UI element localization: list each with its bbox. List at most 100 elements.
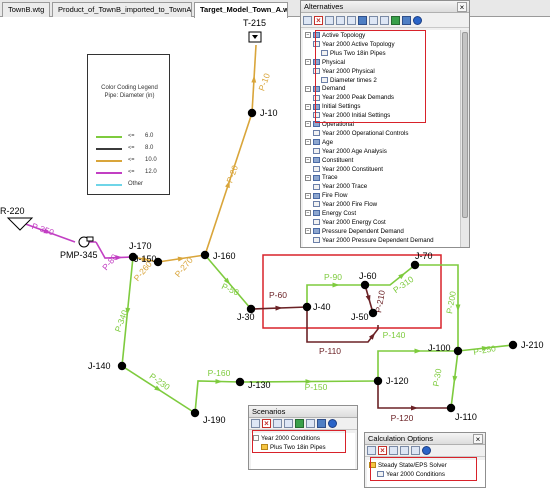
tree-item[interactable]: −Pressure Dependent Demand [305,228,404,236]
junction-j-170[interactable] [128,252,138,262]
junction-j-60[interactable] [360,280,370,290]
pipe-p-310[interactable] [365,264,416,286]
rename-scenario-icon[interactable] [273,419,282,428]
tree-item[interactable]: Year 2000 Energy Cost [313,219,386,227]
junction-j-150[interactable] [153,257,163,267]
collapse-toggle-icon[interactable]: − [305,59,311,66]
pipe-p-110[interactable] [306,307,379,343]
scenarios-help-icon[interactable] [328,419,337,428]
pipe-p-80[interactable] [95,241,134,259]
tree-item[interactable]: Year 2000 Initial Settings [313,112,390,120]
collapse-toggle-icon[interactable]: − [305,85,311,92]
tree-item[interactable]: Year 2000 Conditions [377,471,445,479]
tab-product-of-townb[interactable]: Product_of_TownB_imported_to_TownA.wtg [52,2,192,17]
pipe-p-200[interactable] [415,264,459,351]
collapse-toggle-icon[interactable]: − [305,121,311,128]
new-icon[interactable] [303,15,312,25]
pipe-p-120[interactable] [377,381,451,409]
new-option-icon[interactable] [367,446,376,455]
tree-item[interactable]: Year 2000 Peak Demands [313,94,394,102]
collapse-toggle-icon[interactable]: − [305,103,311,110]
properties-icon[interactable] [347,15,356,25]
help-icon[interactable] [413,15,422,25]
report-icon[interactable] [402,15,411,25]
junction-j-40[interactable] [302,302,312,312]
pipe-p-160[interactable] [194,380,241,414]
tree-item[interactable]: Plus Two 18in Pipes [261,444,326,452]
junction-j-140[interactable] [117,361,127,371]
junction-j-110[interactable] [446,403,456,413]
junction-j-190[interactable] [190,408,200,418]
collapse-toggle-icon[interactable]: − [305,139,311,146]
junction-j-130[interactable] [235,377,245,387]
junction-j-10[interactable] [247,108,257,118]
tree-item[interactable]: −Trace [305,174,338,182]
expand-icon[interactable] [369,15,378,25]
calculation-options-help-icon[interactable] [422,446,431,455]
collapse-toggle-icon[interactable]: − [305,192,311,199]
tree-item[interactable]: −Fire Flow [305,192,347,200]
rename-icon[interactable] [325,15,334,25]
tree-item[interactable]: Year 2000 Physical [313,68,375,76]
junction-j-210[interactable] [508,340,518,350]
tree-item[interactable]: −Demand [305,85,345,93]
compare-icon[interactable] [358,15,367,25]
tab-townb[interactable]: TownB.wtg [2,2,50,17]
copy-icon[interactable] [336,15,345,25]
tree-item[interactable]: −Initial Settings [305,103,361,111]
tree-item[interactable]: −Operational [305,121,354,129]
tree-item[interactable]: −Age [305,139,333,147]
compute-icon[interactable] [306,419,315,428]
make-current-icon[interactable] [295,419,304,428]
reservoir-icon[interactable] [6,217,34,231]
new-scenario-icon[interactable] [251,419,260,428]
delete-icon[interactable]: × [314,15,323,25]
tab-target-model-town-a[interactable]: Target_Model_Town_A.wtg [194,2,288,18]
collapse-toggle-icon[interactable]: − [305,174,311,181]
tree-item[interactable]: −Energy Cost [305,210,356,218]
pipe-p-140[interactable] [377,350,458,381]
calculation-options-close-button[interactable]: × [473,434,483,444]
delete-scenario-icon[interactable]: × [262,419,271,428]
junction-j-120[interactable] [373,376,383,386]
tree-item[interactable]: Year 2000 Conditions [253,435,320,443]
tree-item[interactable]: Year 2000 Fire Flow [313,201,377,209]
alternatives-scroll-thumb[interactable] [462,32,468,218]
copy-option-icon[interactable] [400,446,409,455]
junction-j-70[interactable] [410,260,420,270]
collapse-toggle-icon[interactable]: − [305,156,311,163]
tree-item[interactable]: Year 2000 Constituent [313,166,383,174]
collapse-toggle-icon[interactable]: − [305,228,311,235]
tree-item[interactable]: −Constituent [305,157,353,165]
delete-option-icon[interactable]: × [378,446,387,455]
tree-item[interactable]: Year 2000 Active Topology [313,41,395,49]
tree-item[interactable]: Year 2000 Trace [313,183,367,191]
junction-j-50[interactable] [368,308,378,318]
tree-item[interactable]: Year 2000 Age Analysis [313,148,387,156]
pipe-p-90[interactable] [306,284,365,307]
tree-item[interactable]: Year 2000 Operational Controls [313,130,408,138]
collapse-toggle-icon[interactable]: − [305,210,311,217]
collapse-icon[interactable] [380,15,389,25]
junction-j-160[interactable] [200,250,210,260]
tree-item[interactable]: Year 2000 Pressure Dependent Demand [313,237,434,245]
tree-item[interactable]: Steady State/EPS Solver [369,462,447,470]
tree-item[interactable]: Diameter times 2 [321,77,377,85]
alternatives-scrollbar[interactable] [460,30,469,247]
tree-item[interactable]: −Physical [305,59,345,67]
junction-j-30[interactable] [246,304,256,314]
copy-scenario-icon[interactable] [284,419,293,428]
merge-icon[interactable] [391,15,400,25]
tree-item[interactable]: Plus Two 18in Pipes [321,50,386,58]
tree-item[interactable]: −Active Topology [305,32,365,40]
rename-option-icon[interactable] [389,446,398,455]
junction-j-100[interactable] [453,346,463,356]
compare-scenarios-icon[interactable] [317,419,326,428]
collapse-toggle-icon[interactable]: − [305,32,311,39]
option-properties-icon[interactable] [411,446,420,455]
